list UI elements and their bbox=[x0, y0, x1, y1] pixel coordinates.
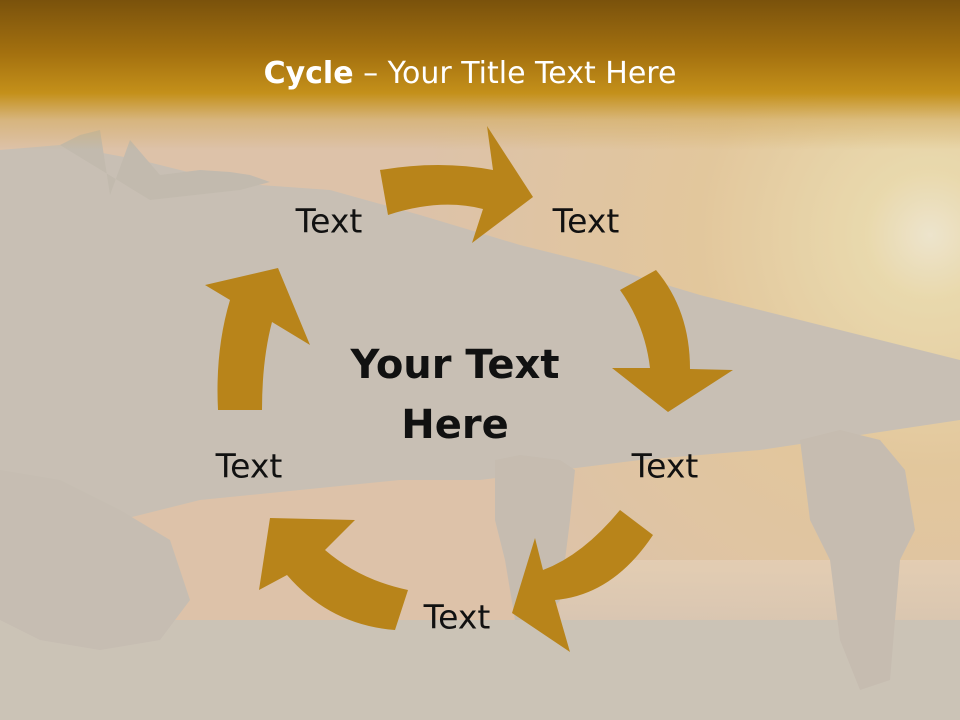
cycle-arrow-4 bbox=[259, 518, 408, 630]
cycle-node-right: Text bbox=[631, 446, 699, 486]
cycle-node-top-left: Text bbox=[295, 201, 363, 241]
title-band bbox=[0, 0, 960, 150]
slide-title: Cycle – Your Title Text Here bbox=[0, 56, 940, 91]
cycle-arrow-1 bbox=[380, 126, 533, 243]
cycle-arrow-5 bbox=[205, 268, 310, 410]
title-bold-part: Cycle bbox=[263, 56, 354, 91]
cycle-node-top-right: Text bbox=[552, 201, 620, 241]
center-text-line-1: Your Text bbox=[350, 342, 560, 388]
cycle-node-bottom: Text bbox=[423, 597, 491, 637]
cycle-arrow-3 bbox=[512, 510, 653, 652]
center-text: Your Text Here bbox=[305, 335, 605, 455]
cycle-node-left: Text bbox=[215, 446, 283, 486]
title-rest-part: – Your Title Text Here bbox=[353, 56, 677, 91]
center-text-line-2: Here bbox=[401, 402, 509, 448]
cycle-arrow-2 bbox=[612, 270, 733, 412]
